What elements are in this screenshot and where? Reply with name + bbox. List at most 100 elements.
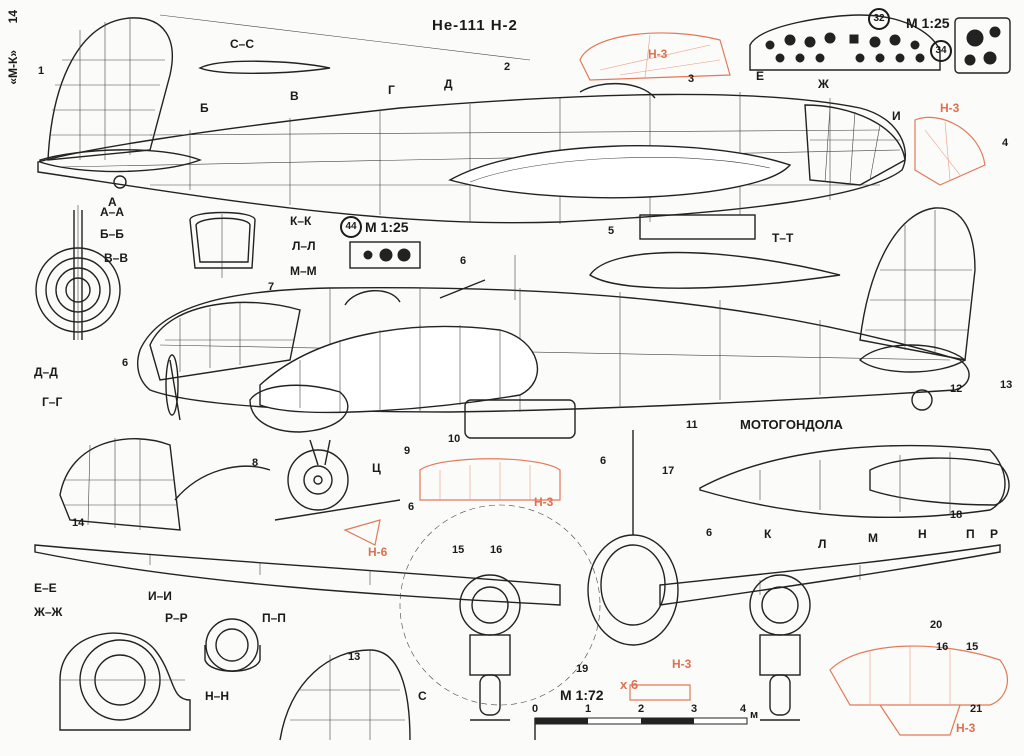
drawing-title: He-111 H-2 (432, 17, 518, 34)
scale-44: М 1:25 (365, 219, 409, 235)
section-rr-label: Р–Р (165, 611, 188, 625)
callout-number: 5 (608, 225, 615, 237)
callout-number: 13 (348, 651, 361, 663)
callout-number: 6 (600, 455, 607, 467)
section-dd-label: Д–Д (34, 365, 58, 379)
front-view (399, 430, 811, 721)
station-b: Б (200, 101, 209, 115)
station-l: Л (818, 537, 827, 551)
section-ee-zhzh (59, 632, 191, 731)
section-gg-label: Г–Г (42, 395, 63, 409)
ref-44: 44 (340, 216, 362, 238)
section-tt-airfoil (589, 251, 841, 289)
callout-number: 16 (936, 641, 949, 653)
scale-tick-2: 2 (638, 703, 645, 715)
scale-tick-3: 3 (691, 703, 698, 715)
callout-number: 17 (662, 465, 675, 477)
callout-number: 15 (966, 641, 979, 653)
scale-tick-4: 4 (740, 703, 747, 715)
callout-number: 4 (1002, 137, 1009, 149)
variant-tag: Н-3 (534, 495, 554, 509)
ref-34: 34 (930, 40, 952, 62)
station-v: В (290, 89, 299, 103)
callout-number: 16 (490, 544, 503, 556)
station-a: А (108, 195, 117, 209)
front-view-marker: С (418, 689, 427, 703)
callout-number: 3 (688, 73, 695, 85)
variant-h3-nose-sketch (829, 645, 1008, 736)
section-zhzh-label: Ж–Ж (34, 605, 63, 619)
callout-number: 6 (460, 255, 467, 267)
station-zh: Ж (818, 77, 829, 91)
callout-number: 2 (504, 61, 511, 73)
callout-number: 11 (686, 419, 698, 431)
callout-number: 10 (448, 433, 461, 445)
section-tt-label: Т–Т (772, 231, 794, 245)
section-cc-airfoil (198, 60, 331, 74)
callout-number: 14 (72, 517, 85, 529)
magazine-caption: «М-К» (6, 50, 20, 85)
callout-number: 12 (950, 383, 963, 395)
fuselage-section-set (35, 205, 121, 340)
callout-number: 9 (404, 445, 411, 457)
instrument-panel-32 (749, 14, 941, 71)
middle-side-view (137, 207, 976, 521)
nacelle-view (699, 444, 1010, 519)
scale-tick-0: 0 (532, 703, 539, 715)
section-ee-label: Е–Е (34, 581, 57, 595)
callout-number: 21 (970, 703, 983, 715)
section-aa-label: А–А (100, 205, 125, 219)
station-g: Г (388, 83, 395, 97)
scale-tick-1: 1 (585, 703, 592, 715)
variant-h3-canopy-sketch (579, 32, 986, 186)
callout-number: 1 (38, 65, 45, 77)
station-r: Р (990, 527, 999, 541)
callout-number: 18 (950, 509, 963, 521)
gun-mount-44 (349, 241, 421, 269)
station-m: М (868, 531, 878, 545)
station-e: Е (756, 69, 765, 83)
callout-number: 20 (930, 619, 943, 631)
section-kk-label: К–К (290, 214, 312, 228)
callout-number: 6 (122, 357, 129, 369)
section-km-frame (189, 211, 256, 278)
variant-tag: Н-3 (956, 721, 976, 735)
variant-h3-small-sketch (629, 684, 691, 701)
callout-number: 6 (408, 501, 415, 513)
callout-number: 8 (252, 457, 259, 469)
nacelle-label: МОТОГОНДОЛА (740, 417, 843, 432)
section-vv-label: В–В (104, 251, 129, 265)
station-d: Д (444, 77, 453, 91)
callout-number: 7 (268, 281, 275, 293)
callout-number: 19 (576, 663, 589, 675)
section-ll-label: Л–Л (292, 239, 316, 253)
section-cc-label: С–С (230, 37, 255, 51)
variant-tag: Н-3 (940, 101, 960, 115)
section-ii-rr-pp-nn (204, 618, 261, 672)
variant-h3-gondola-sketch (419, 458, 561, 501)
section-nn-label: Н–Н (205, 689, 230, 703)
scale-main: М 1:25 (906, 15, 950, 31)
section-bb-label: Б–Б (100, 227, 124, 241)
variant-tag: Н-3 (672, 657, 692, 671)
section-pp-label: П–П (262, 611, 286, 625)
scale-bar (534, 717, 748, 740)
nose-detail (59, 438, 271, 531)
variant-h6-mount (343, 519, 381, 546)
wing-planform (34, 544, 1001, 606)
handwritten-note: х 6 (620, 677, 639, 692)
station-n: Н (918, 527, 927, 541)
station-ts: Ц (372, 461, 381, 475)
scale-front: М 1:72 (560, 687, 604, 703)
ref-32: 32 (868, 8, 890, 30)
station-k: К (764, 527, 772, 541)
callout-number: 13 (1000, 379, 1013, 391)
page-number: 14 (6, 10, 20, 24)
variant-tag: Н-3 (648, 47, 668, 61)
callout-number: 6 (706, 527, 713, 539)
fin-detail-13 (279, 649, 411, 741)
variant-tag: Н-6 (368, 545, 388, 559)
callout-number: 15 (452, 544, 465, 556)
section-ii-label: И–И (148, 589, 172, 603)
